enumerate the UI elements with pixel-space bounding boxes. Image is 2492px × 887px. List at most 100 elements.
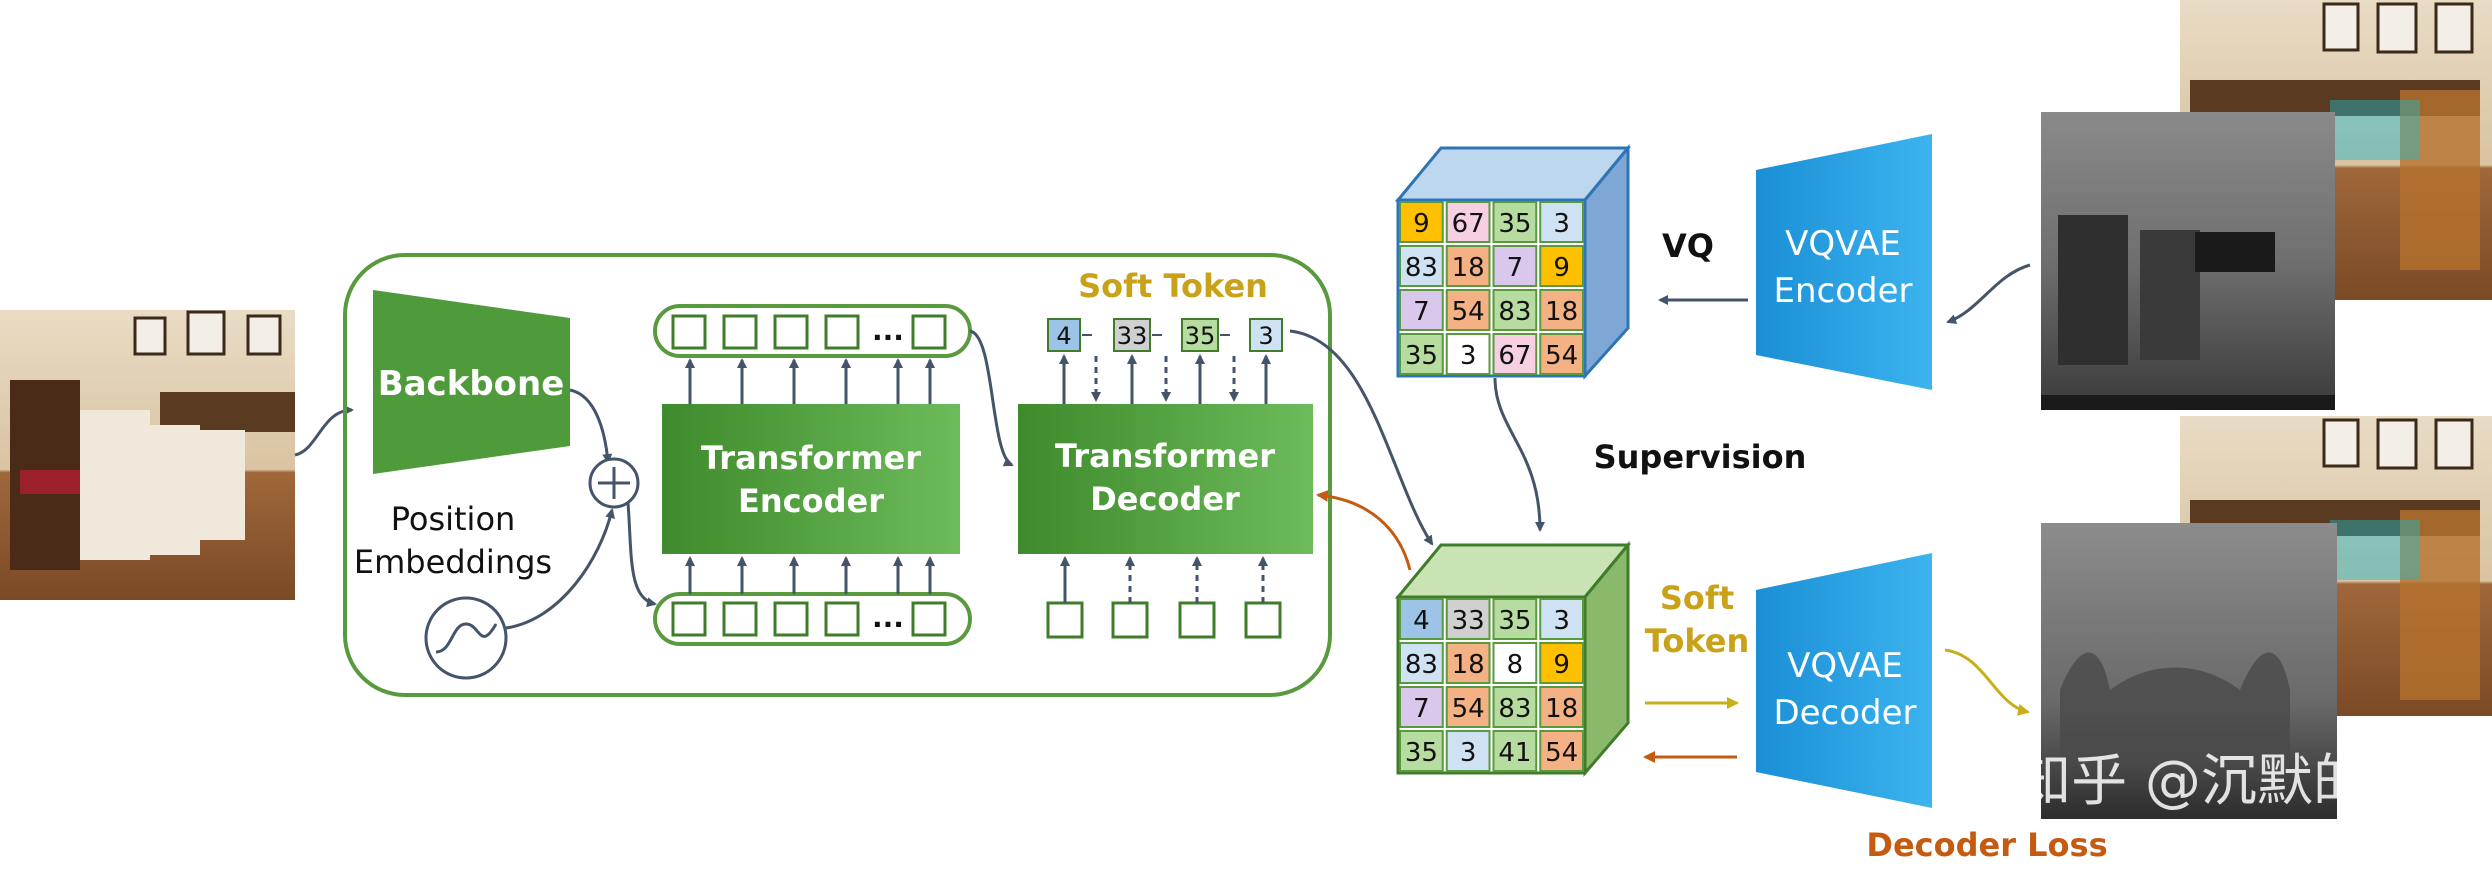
grid-cell-value: 7 (1507, 253, 1524, 283)
transformer-encoder-block (662, 404, 960, 554)
grid-cell-value: 41 (1498, 738, 1531, 768)
model-container (343, 253, 1332, 697)
grid-cell (1492, 598, 1538, 640)
grid-cell-value: 9 (1413, 209, 1430, 239)
grid-cell-value: 18 (1545, 694, 1578, 724)
soft-token-side-label-line1: Soft (1660, 579, 1734, 617)
grid-cell (1539, 642, 1584, 684)
soft-token-value-4: 3 (1258, 322, 1273, 350)
soft-token-box-2 (1113, 318, 1151, 352)
vqvae-encoder-label-line2: Encoder (1773, 271, 1912, 311)
backbone-block (373, 290, 570, 474)
soft-token-box-4 (1249, 318, 1283, 352)
grid-cell-value: 54 (1452, 694, 1485, 724)
grid-cell (1399, 245, 1444, 287)
grid-cell-value: 35 (1498, 606, 1531, 636)
grid-cell (1445, 201, 1491, 243)
grid-cell-value: 8 (1507, 650, 1524, 680)
decoder-query-boxes (1046, 601, 1282, 639)
grid-cell-value: 18 (1452, 650, 1485, 680)
grid-cell (1399, 289, 1444, 331)
grid-cell-value: 54 (1545, 738, 1578, 768)
vqvae-decoder-label-line1: VQVAE (1787, 646, 1903, 686)
grid-cell-value: 3 (1460, 738, 1477, 768)
grid-cell-value: 83 (1405, 650, 1438, 680)
grid-cell (1539, 201, 1584, 243)
grid-cell-value: 9 (1553, 650, 1570, 680)
decoder-loss-label: Decoder Loss (1866, 826, 2107, 864)
grid-cell (1492, 730, 1538, 772)
grid-cell-value: 35 (1405, 341, 1438, 371)
grid-cell-value: 33 (1452, 606, 1485, 636)
grid-cell-value: 3 (1553, 209, 1570, 239)
grid-cell (1445, 245, 1491, 287)
grid-cell (1445, 730, 1491, 772)
grid-cell (1539, 686, 1584, 728)
soft-token-box-1 (1047, 318, 1081, 352)
grid-cell (1399, 730, 1444, 772)
soft-token-box-3 (1181, 318, 1219, 352)
grid-cell (1492, 333, 1538, 375)
grid-cell (1445, 686, 1491, 728)
grid-cell (1399, 642, 1444, 684)
grid-cell (1445, 289, 1491, 331)
grid-cell (1539, 333, 1584, 375)
grid-cell-value: 67 (1498, 341, 1531, 371)
vqvae-decoder-label-line2: Decoder (1773, 693, 1916, 733)
grid-cell (1492, 686, 1538, 728)
grid-cell-value: 35 (1405, 738, 1438, 768)
grid-cell-value: 4 (1413, 606, 1430, 636)
grid-cell (1539, 289, 1584, 331)
backbone-label: Backbone (378, 364, 565, 404)
soft-token-value-1: 4 (1056, 322, 1071, 350)
grid-cell (1539, 730, 1584, 772)
soft-token-value-3: 35 (1185, 322, 1216, 350)
grid-cell-value: 83 (1405, 253, 1438, 283)
encoder-input-ellipsis: ... (872, 601, 904, 634)
grid-cell (1492, 201, 1538, 243)
output-depth-image (2041, 523, 2337, 819)
grid-cell-value: 18 (1545, 297, 1578, 327)
transformer-encoder-label-line1: Transformer (701, 439, 921, 477)
grid-cell (1399, 686, 1444, 728)
grid-cell (1445, 642, 1491, 684)
grid-cell (1399, 333, 1444, 375)
input-room-image (0, 310, 295, 600)
input-depth-image (2041, 112, 2335, 410)
vqvae-decoder-block (1756, 553, 1932, 808)
grid-cell-value: 83 (1498, 297, 1531, 327)
vqvae-encoder-label-line1: VQVAE (1785, 224, 1901, 264)
transformer-decoder-label-line1: Transformer (1055, 437, 1275, 475)
position-embeddings-label-line2: Embeddings (354, 543, 552, 581)
encoder-output-token-boxes (671, 314, 947, 350)
grid-cell (1492, 289, 1538, 331)
grid-cell-value: 3 (1553, 606, 1570, 636)
soft-token-title: Soft Token (1078, 267, 1268, 305)
transformer-encoder-label-line2: Encoder (738, 482, 884, 520)
grid-cell-value: 7 (1413, 297, 1430, 327)
soft-token-value-2: 33 (1117, 322, 1148, 350)
grid-cell-value: 54 (1545, 341, 1578, 371)
watermark: 知乎 @沉默的猫 (2015, 749, 2425, 814)
grid-cell-value: 67 (1452, 209, 1485, 239)
sine-wave-icon (424, 596, 508, 680)
grid-cell-value: 7 (1413, 694, 1430, 724)
grid-cell-value: 9 (1553, 253, 1570, 283)
grid-cell-value: 35 (1498, 209, 1531, 239)
soft-token-side-label-line2: Token (1645, 622, 1749, 660)
grid-cell (1399, 598, 1444, 640)
grid-cell (1492, 245, 1538, 287)
grid-cell (1539, 245, 1584, 287)
grid-cell (1492, 642, 1538, 684)
grid-cell (1445, 333, 1491, 375)
encoder-input-tokens (653, 592, 972, 646)
position-embeddings-label-line1: Position (391, 500, 516, 538)
grid-cell-value: 83 (1498, 694, 1531, 724)
vqvae-encoder-block (1756, 134, 1932, 390)
transformer-decoder-block (1018, 404, 1313, 554)
vq-label: VQ (1662, 227, 1714, 265)
transformer-decoder-label-line2: Decoder (1090, 480, 1240, 518)
